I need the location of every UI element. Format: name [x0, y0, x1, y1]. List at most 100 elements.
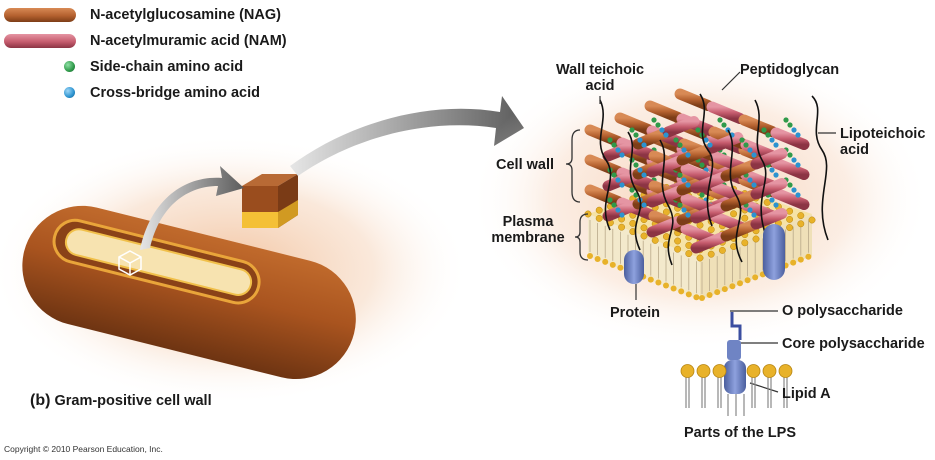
nam-segment — [750, 178, 788, 200]
lps-lipid-head — [762, 364, 777, 378]
lipid-head — [707, 226, 715, 234]
side-chain-amino-acid — [761, 127, 767, 133]
cross-bridge-amino-acid — [791, 187, 797, 193]
side-chain-amino-acid — [717, 117, 723, 123]
lipid-head — [587, 253, 593, 259]
membrane-protein — [624, 250, 644, 284]
cross-bridge-amino-acid — [751, 182, 757, 188]
cross-bridge-amino-acid — [769, 197, 775, 203]
side-chain-amino-acid — [787, 182, 793, 188]
side-chain-amino-acid — [765, 132, 771, 138]
cross-bridge-amino-acid — [619, 182, 625, 188]
cross-bridge-amino-acid — [615, 147, 621, 153]
lipid-head — [730, 210, 738, 218]
nam-segment — [770, 127, 810, 150]
label-protein: Protein — [610, 305, 660, 321]
cross-bridge-amino-acid — [641, 202, 647, 208]
label-o-polysaccharide: O polysaccharide — [782, 303, 903, 319]
nag-segment — [584, 184, 624, 207]
label-peptidoglycan: Peptidoglycan — [740, 62, 840, 78]
wall-teichoic-acid — [699, 93, 714, 227]
lipid-head — [805, 253, 812, 260]
membrane-front-left — [588, 214, 700, 300]
cross-bridge-amino-acid — [773, 172, 779, 178]
lipid-head — [718, 246, 726, 254]
lipid-head — [741, 214, 749, 222]
lipid-head — [737, 280, 743, 287]
label-plasma-membrane-line1: Plasma — [502, 214, 554, 230]
caption-text: Gram-positive cell wall — [54, 393, 212, 409]
lipid-head — [729, 283, 736, 290]
nam-segment — [646, 156, 684, 178]
lipid-head — [706, 292, 713, 299]
lipid-head — [744, 277, 751, 284]
side-chain-dot-icon — [64, 61, 75, 72]
side-chain-amino-acid — [699, 192, 705, 198]
side-chain-amino-acid — [677, 142, 683, 148]
lipoteichoic-acid — [727, 129, 743, 263]
lps-lipid-head — [746, 364, 761, 378]
teichoic-acids — [599, 93, 829, 266]
label-plasma-membrane-line2: membrane — [491, 230, 565, 246]
label-cell-wall: Cell wall — [496, 157, 555, 173]
cross-bridge-amino-acid — [795, 132, 801, 138]
lipid-head — [786, 224, 794, 232]
label-lipid-a: Lipid A — [782, 386, 831, 402]
cross-bridge-amino-acid — [619, 152, 625, 158]
membrane-protein — [763, 224, 785, 280]
legend-item-nag: N-acetylglucosamine (NAG) — [0, 4, 330, 26]
lipid-head — [618, 223, 626, 231]
nam-segment — [750, 148, 788, 170]
cross-bridge-amino-acid — [751, 212, 757, 218]
lipid-head — [797, 220, 805, 228]
nag-segment — [614, 112, 654, 135]
label-lipoteichoic-line1: Lipoteichoic — [840, 126, 926, 142]
cross-bridge-amino-acid — [747, 207, 753, 213]
lipid-head — [617, 264, 624, 271]
lipid-head — [696, 254, 704, 262]
cross-bridge-dot-icon — [64, 87, 75, 98]
side-chain-amino-acid — [651, 117, 657, 123]
core-polysaccharide — [727, 340, 741, 360]
cross-bridge-amino-acid — [681, 177, 687, 183]
cross-bridge-amino-acid — [681, 207, 687, 213]
lps-lipid-head — [680, 364, 695, 378]
nam-segment — [602, 200, 640, 222]
side-chain-amino-acid — [655, 122, 661, 128]
side-chain-amino-acid — [629, 127, 635, 133]
side-chain-amino-acid — [783, 117, 789, 123]
nam-segment — [602, 140, 640, 162]
cross-bridge-amino-acid — [707, 142, 713, 148]
side-chain-amino-acid — [607, 137, 613, 143]
lps-lipid-head — [778, 364, 793, 378]
nag-segment — [676, 144, 714, 166]
nag-segment — [584, 154, 624, 177]
lipoteichoic-acid — [811, 95, 829, 241]
label-core-polysaccharide: Core polysaccharide — [782, 336, 925, 352]
nag-segment — [644, 100, 684, 123]
nam-segment — [646, 216, 684, 238]
lipid-head — [721, 286, 728, 293]
lipid-head — [651, 236, 659, 244]
lipid-head — [763, 198, 771, 206]
label-wall-teichoic-acid: Wall teichoic acid — [548, 62, 652, 94]
nam-segment — [770, 187, 810, 210]
lipid-head — [595, 214, 603, 222]
label-parts-of-lps: Parts of the LPS — [684, 425, 796, 441]
lps-lipid-head — [696, 364, 711, 378]
nam-segment — [662, 116, 700, 138]
side-chain-amino-acid — [787, 122, 793, 128]
cross-bridge-amino-acid — [791, 127, 797, 133]
cross-bridge-amino-acid — [703, 137, 709, 143]
label-plasma-membrane: Plasma membrane — [486, 214, 570, 246]
lipid-head — [609, 261, 616, 268]
side-chain-amino-acid — [607, 197, 613, 203]
side-chain-amino-acid — [611, 172, 617, 178]
cross-bridge-amino-acid — [685, 212, 691, 218]
lipid-head — [786, 215, 794, 223]
copyright-notice: Copyright © 2010 Pearson Education, Inc. — [4, 444, 163, 454]
caption-prefix: (b) — [30, 392, 51, 409]
label-lipoteichoic-line2: acid — [840, 142, 870, 158]
legend-label-side-chain: Side-chain amino acid — [90, 59, 244, 75]
side-chain-amino-acid — [677, 172, 683, 178]
